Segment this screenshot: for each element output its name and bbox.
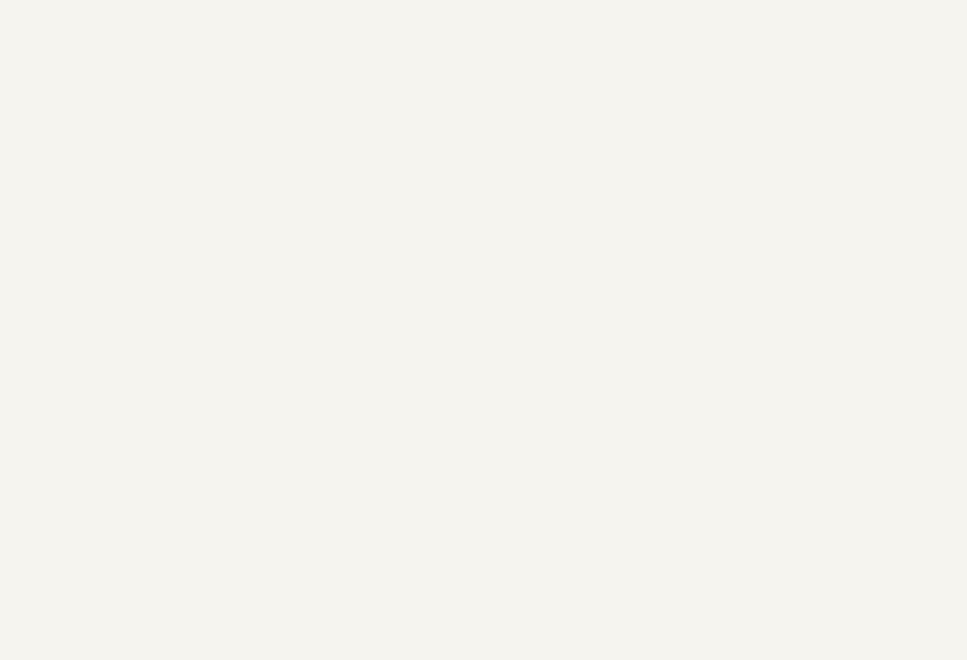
schematic-canvas-top-left — [0, 0, 150, 150]
schematic-canvas-unrendered-lower — [0, 150, 150, 660]
schematic-canvas-unrendered — [150, 0, 967, 660]
